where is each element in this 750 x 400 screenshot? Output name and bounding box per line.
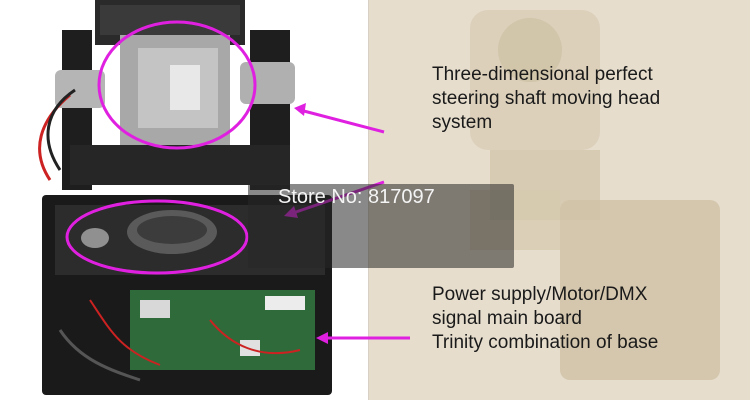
callout-line: steering shaft moving head — [432, 88, 661, 109]
watermark-box — [248, 184, 514, 268]
highlight-ellipse-steering-system — [97, 20, 257, 150]
callout-line: Power supply/Motor/DMX — [432, 284, 648, 305]
callout-main-board: Power supply/Motor/DMX signal main board… — [432, 283, 742, 355]
callout-line: Three-dimensional perfect — [432, 64, 653, 85]
store-watermark-text: Store No: 817097 — [278, 186, 435, 208]
highlight-ellipse-gear-drive — [65, 199, 249, 275]
callout-line: signal main board — [432, 308, 582, 329]
callout-line: system — [432, 112, 493, 133]
pointer-arrow-steering — [299, 108, 385, 134]
callout-line: Trinity combination of base — [432, 332, 659, 353]
callout-steering-system: Three-dimensional perfect steering shaft… — [432, 63, 742, 135]
